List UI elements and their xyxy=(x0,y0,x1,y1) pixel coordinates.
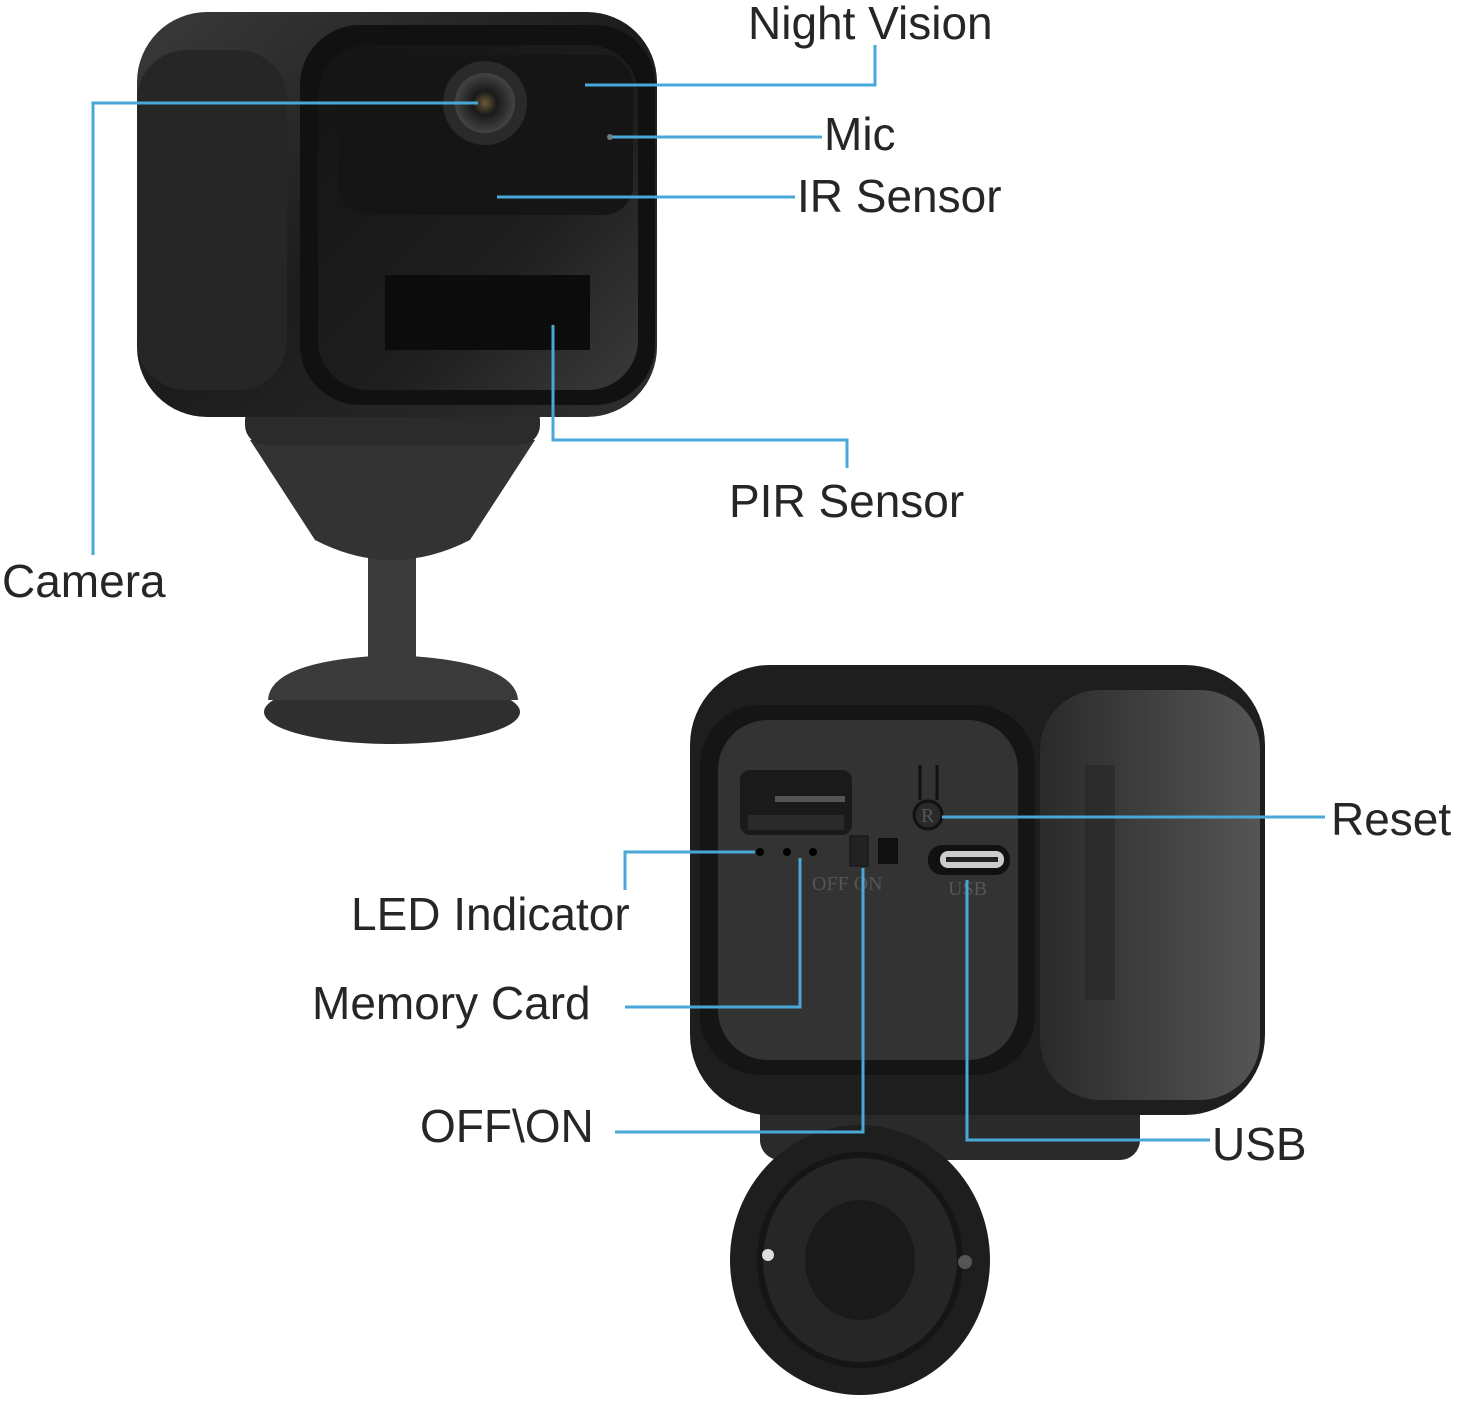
label-off-on: OFF\ON xyxy=(420,1100,594,1152)
front-camera-illustration xyxy=(137,12,657,744)
labels: Night Vision Mic IR Sensor Camera PIR Se… xyxy=(2,0,1451,1170)
leader-pir-sensor xyxy=(551,325,849,468)
leader-usb xyxy=(965,880,1210,1142)
switch-marking: OFF ON xyxy=(812,873,883,895)
leader-memory-card xyxy=(625,858,802,1009)
leader-camera xyxy=(91,101,478,555)
reset-marking: R xyxy=(921,805,935,827)
label-usb: USB xyxy=(1212,1118,1307,1170)
label-reset: Reset xyxy=(1331,793,1451,845)
leader-night-vision xyxy=(585,45,877,87)
label-ir-sensor: IR Sensor xyxy=(797,170,1002,222)
label-night-vision: Night Vision xyxy=(748,0,993,49)
leader-led-indicator xyxy=(623,850,755,890)
label-camera: Camera xyxy=(2,555,166,607)
leader-off-on xyxy=(615,868,865,1134)
label-memory-card: Memory Card xyxy=(312,977,591,1029)
back-camera-illustration: OFF ON R USB xyxy=(690,665,1265,1395)
label-pir-sensor: PIR Sensor xyxy=(729,475,964,527)
label-mic: Mic xyxy=(824,108,896,160)
leader-lines xyxy=(91,45,1325,1142)
label-led-indicator: LED Indicator xyxy=(351,888,630,940)
